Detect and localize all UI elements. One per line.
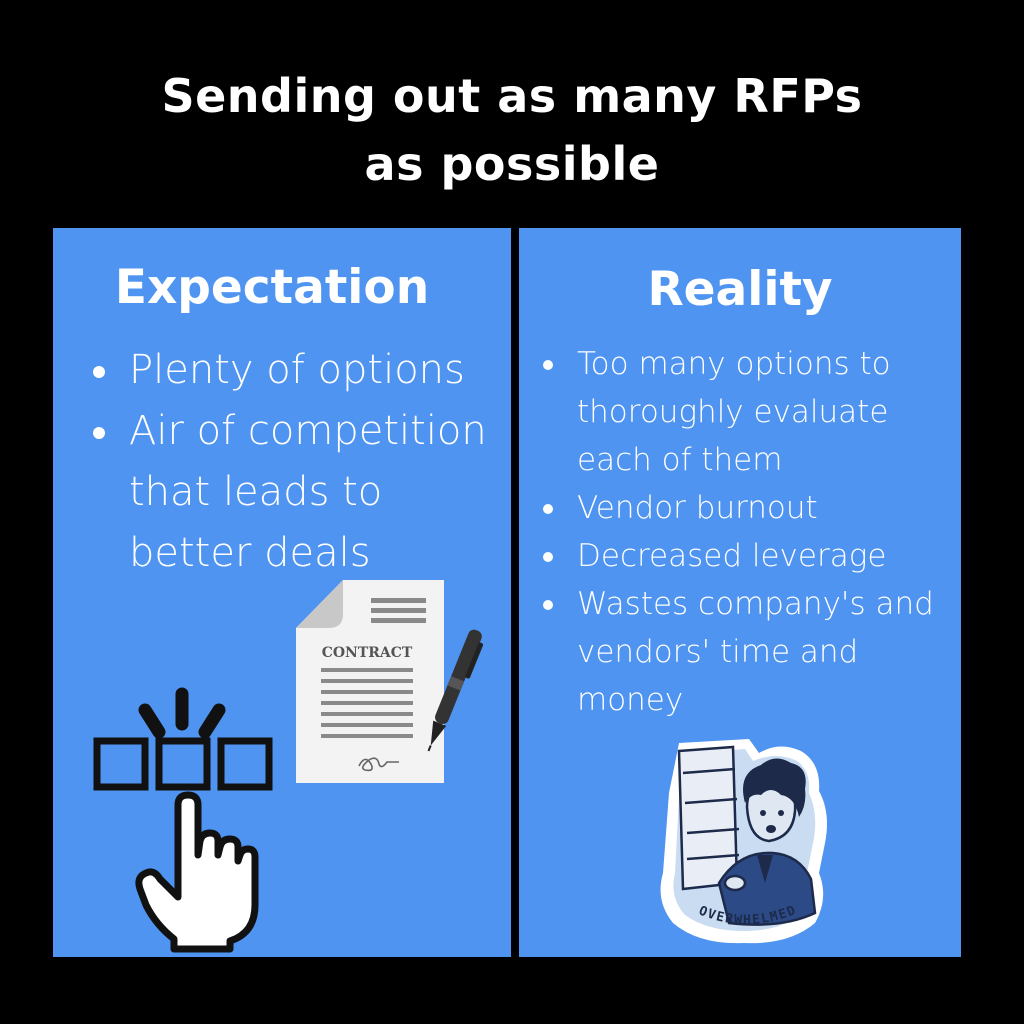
pointing-hand-icon (135, 791, 259, 953)
contract-document-icon: CONTRACT (296, 580, 444, 783)
checkbox-selection-icon (93, 687, 273, 791)
reality-panel: Reality Too many options to thoroughly e… (519, 228, 961, 957)
reality-item: Vendor burnout (543, 484, 957, 532)
reality-item: Decreased leverage (543, 532, 957, 580)
reality-list: Too many options to thoroughly evaluate … (543, 340, 957, 724)
expectation-heading: Expectation (114, 260, 430, 315)
title-line-2: as possible (364, 137, 660, 191)
reality-item: Wastes company's and vendors' time and m… (543, 580, 957, 724)
expectation-panel: Expectation Plenty of options Air of com… (53, 228, 511, 957)
page-title: Sending out as many RFPs as possible (0, 62, 1024, 198)
title-line-1: Sending out as many RFPs (161, 69, 863, 123)
overwhelmed-person-sticker: OVERWHELMED (660, 739, 827, 944)
expectation-item: Plenty of options (93, 340, 509, 401)
reality-heading: Reality (647, 262, 833, 317)
expectation-list: Plenty of options Air of competition tha… (93, 340, 509, 584)
pen-icon (427, 629, 484, 752)
panel-divider (511, 228, 519, 957)
expectation-item: Air of competition that leads to better … (93, 401, 509, 584)
contract-label: CONTRACT (322, 645, 413, 661)
reality-item: Too many options to thoroughly evaluate … (543, 340, 957, 484)
